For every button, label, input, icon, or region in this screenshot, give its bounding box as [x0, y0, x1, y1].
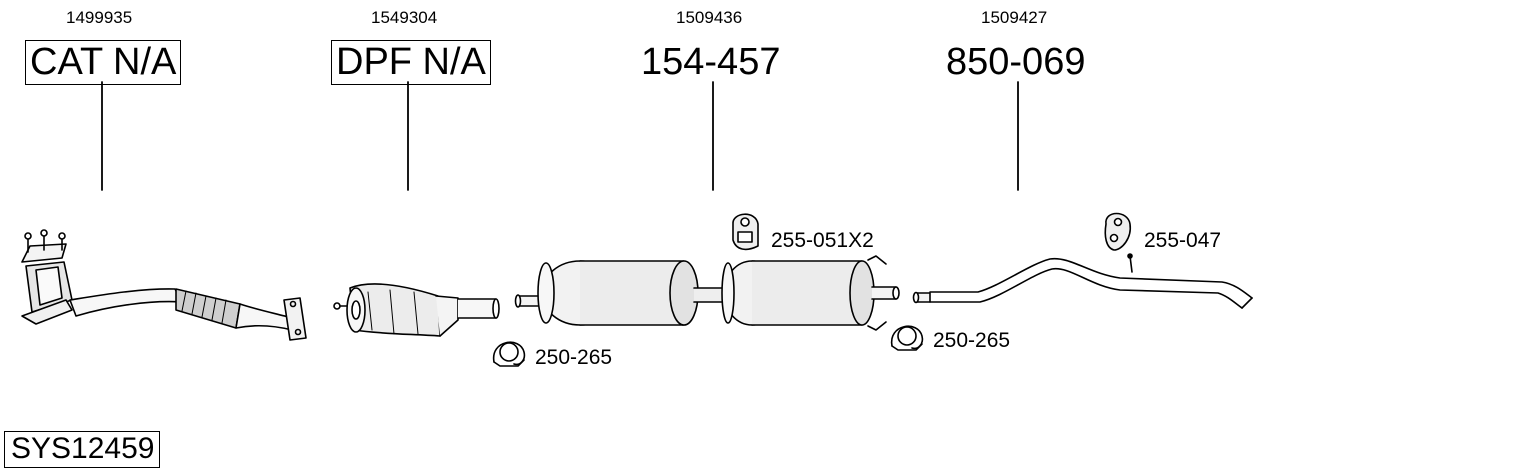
oem-number-dpf: 1549304	[371, 8, 438, 27]
rubber-hanger-icon-2	[1104, 212, 1132, 251]
accessory-label-clamp-1: 250-265	[535, 346, 613, 369]
catalytic-converter-drawing	[21, 229, 307, 341]
accessory-label-hanger-1: 255-051X2	[771, 229, 874, 252]
dpf-drawing	[333, 283, 500, 337]
accessory-label-hanger-2: 255-047	[1144, 229, 1222, 252]
part-code-silencer: 154-457	[641, 41, 781, 83]
oem-number-cat: 1499935	[66, 8, 133, 27]
clamp-icon-2	[891, 325, 924, 351]
oem-number-tailpipe: 1509427	[981, 8, 1048, 27]
part-code-dpf: DPF N/A	[331, 40, 491, 85]
part-code-tailpipe: 850-069	[946, 41, 1086, 83]
rubber-hanger-icon-1	[732, 213, 759, 251]
accessory-label-clamp-2: 250-265	[933, 329, 1011, 352]
system-code: SYS12459	[4, 431, 161, 468]
part-code-cat: CAT N/A	[25, 40, 182, 85]
oem-number-silencer: 1509436	[676, 8, 743, 27]
leader-lines	[101, 81, 1019, 191]
tailpipe-drawing	[912, 253, 1253, 309]
silencer-drawing	[514, 255, 900, 331]
clamp-icon-1	[493, 341, 526, 367]
